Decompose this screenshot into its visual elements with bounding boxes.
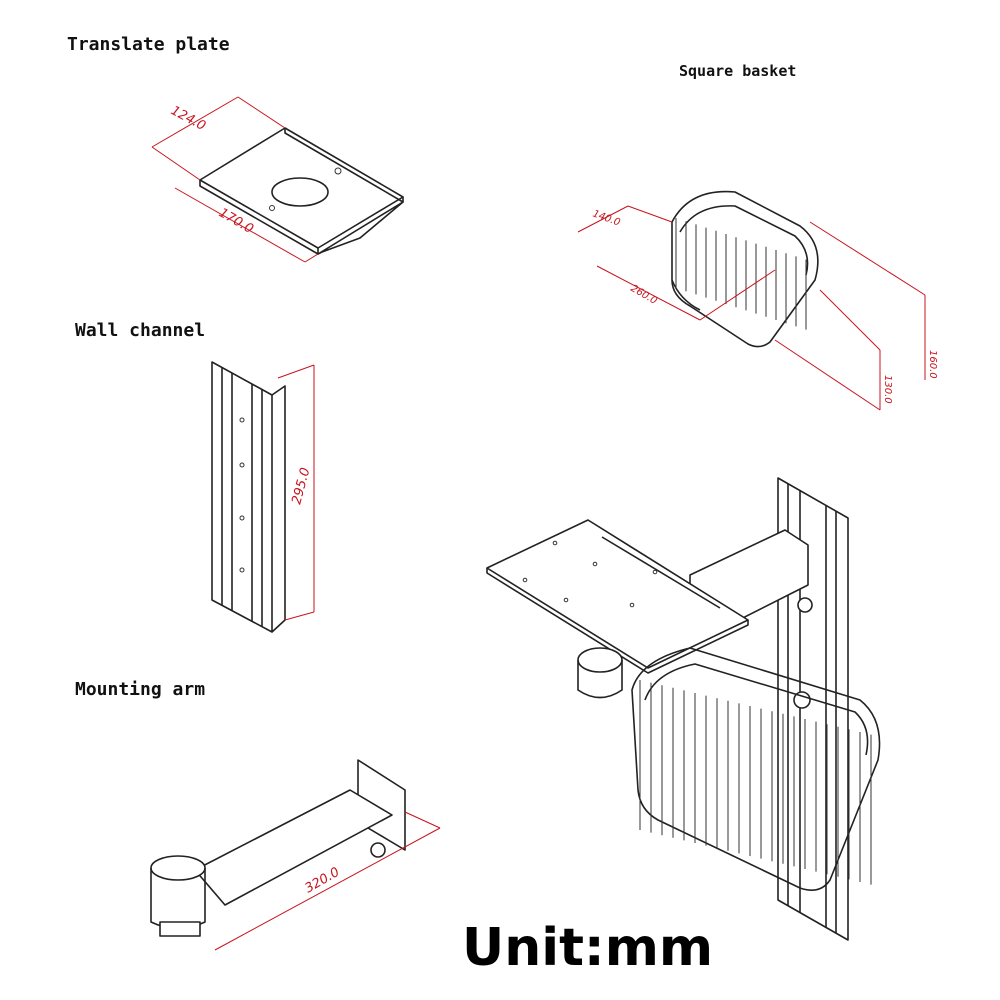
basket-length-label: 260.0 xyxy=(629,283,659,307)
channel-height-label: 295.0 xyxy=(289,466,313,506)
basket-bottom-label: 130.0 xyxy=(882,375,893,404)
plate-width-label: 170.0 xyxy=(216,205,256,237)
basket-height-label: 160.0 xyxy=(927,350,938,379)
translate-plate-title: Translate plate xyxy=(67,34,230,55)
mounting-arm-drawing xyxy=(150,759,441,951)
plate-depth-label: 124.0 xyxy=(168,103,208,134)
square-basket-title: Square basket xyxy=(679,62,796,80)
unit-note: Unit:mm xyxy=(462,918,713,978)
mounting-arm-title: Mounting arm xyxy=(75,679,205,700)
assembled-unit-drawing xyxy=(486,477,881,941)
wall-channel-title: Wall channel xyxy=(75,320,205,341)
wall-channel-drawing xyxy=(211,361,315,633)
translate-plate-drawing xyxy=(151,96,404,263)
square-basket-drawing xyxy=(577,190,926,411)
